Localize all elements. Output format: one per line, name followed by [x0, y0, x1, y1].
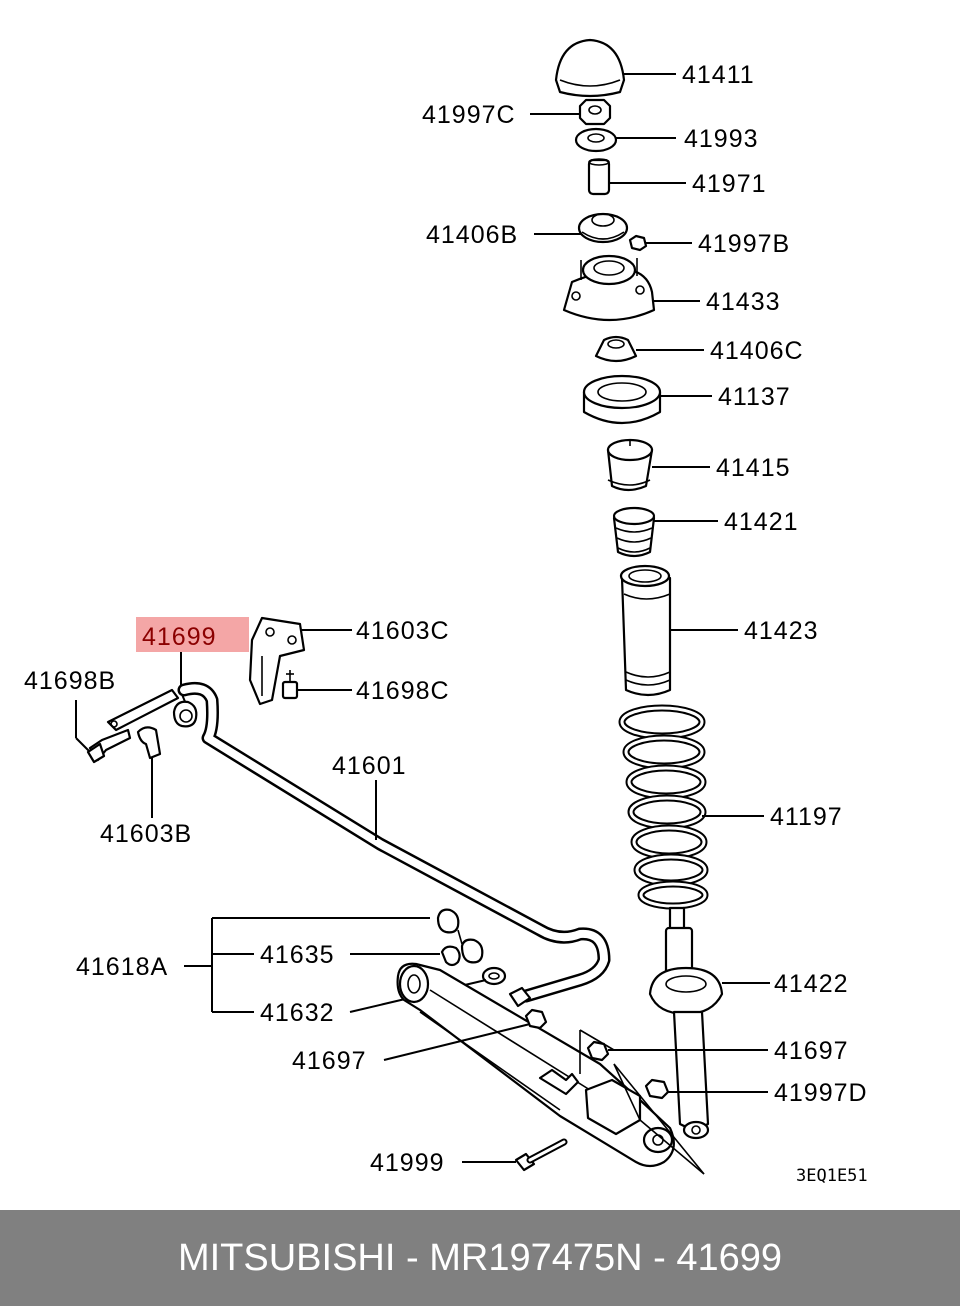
footer-brand: MITSUBISHI	[177, 1236, 396, 1279]
label-41603C: 41603C	[356, 617, 450, 645]
part-41433-strut-mount	[562, 254, 656, 322]
part-41999-bolt	[514, 1138, 568, 1172]
label-41699: 41699	[142, 623, 217, 651]
label-41603B: 41603B	[100, 820, 192, 848]
label-41422: 41422	[774, 970, 849, 998]
part-41699-stabilizer-bushing	[172, 700, 198, 728]
part-41618A-link-kit	[436, 908, 484, 967]
footer-ref-label: N - 41699	[615, 1236, 783, 1279]
label-41601: 41601	[332, 752, 407, 780]
parts-diagram: 41411 41997C 41993 41971 41406B 41997B	[24, 38, 868, 1186]
part-41406C-bushing	[594, 335, 638, 363]
label-41697-left: 41697	[292, 1047, 367, 1075]
part-41997B-nut	[628, 234, 648, 252]
label-41137: 41137	[718, 383, 791, 411]
part-41415-bump-stopper	[606, 438, 654, 492]
label-41415: 41415	[716, 454, 791, 482]
part-41632-washer	[481, 966, 507, 986]
label-41197: 41197	[770, 803, 843, 831]
part-41197-coil-spring	[618, 704, 709, 910]
label-41433: 41433	[706, 288, 781, 316]
label-41997C: 41997C	[422, 101, 516, 129]
part-41137-spring-pad	[582, 374, 662, 425]
part-41997D-nut	[644, 1078, 670, 1100]
part-41421-bump-rubber	[612, 506, 656, 558]
part-41423-dust-cover	[619, 564, 672, 697]
part-41603C-bracket	[248, 616, 306, 706]
part-41422-shock-absorber	[648, 906, 724, 1140]
label-41406B: 41406B	[426, 221, 518, 249]
label-41999: 41999	[370, 1149, 445, 1177]
label-41411: 41411	[682, 61, 755, 89]
label-41971: 41971	[692, 170, 767, 198]
part-41993-washer	[574, 127, 618, 153]
label-41618A: 41618A	[76, 953, 168, 981]
part-41603B-bracket	[136, 726, 162, 760]
drawing-code: 3EQ1E51	[796, 1166, 868, 1186]
footer-bar: MITSUBISHI - MR197475 N - 41699	[0, 1210, 960, 1306]
label-41698C: 41698C	[356, 677, 450, 705]
part-41971-collar	[587, 158, 611, 196]
label-41632: 41632	[260, 999, 335, 1027]
label-41997B: 41997B	[698, 230, 790, 258]
label-41635: 41635	[260, 941, 335, 969]
part-41406B-bushing	[577, 212, 629, 244]
part-41997C-nut	[578, 98, 612, 126]
part-lower-arm	[396, 962, 675, 1168]
label-41698B: 41698B	[24, 667, 116, 695]
label-41997D: 41997D	[774, 1079, 868, 1107]
label-41423: 41423	[744, 617, 819, 645]
part-41411-dust-cap	[554, 38, 626, 98]
part-41698B-bolt	[86, 728, 132, 764]
label-41993: 41993	[684, 125, 759, 153]
footer-part-number: MR197475	[429, 1236, 616, 1279]
highlight-41699: 41699	[136, 617, 249, 652]
label-41697-right: 41697	[774, 1037, 849, 1065]
part-41698C-bolt	[281, 670, 299, 700]
part-41601-stabilizer-bar	[177, 681, 611, 1008]
part-stabilizer-clamp-link	[106, 688, 180, 732]
part-41697-nut-right	[586, 1040, 610, 1062]
label-41421: 41421	[724, 508, 799, 536]
label-41406C: 41406C	[710, 337, 804, 365]
part-41697-nut-left	[524, 1008, 548, 1030]
